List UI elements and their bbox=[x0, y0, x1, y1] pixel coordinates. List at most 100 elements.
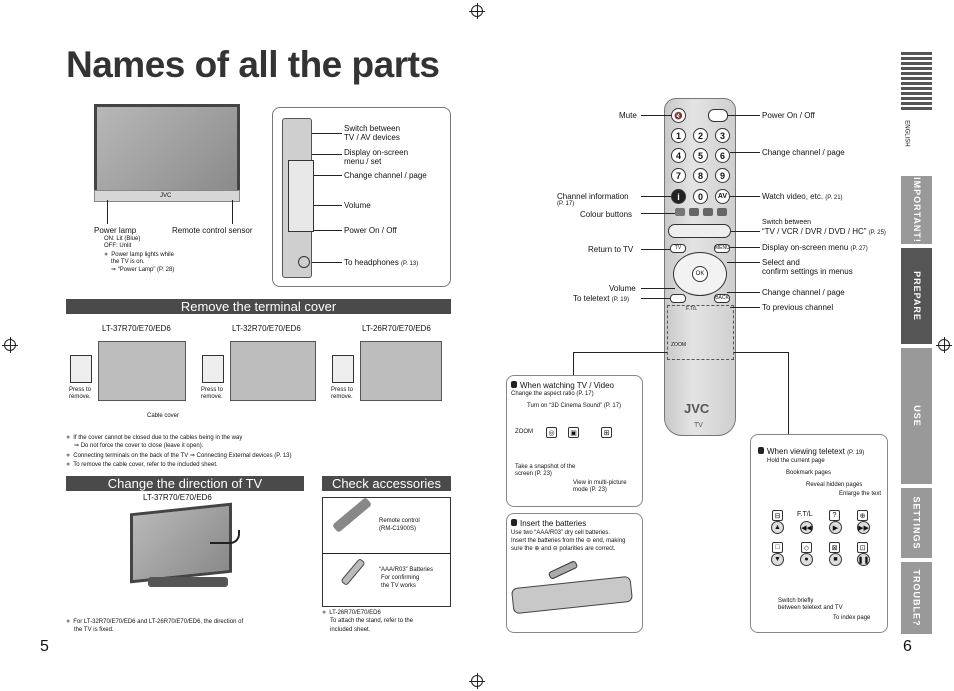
accessories-heading: Check accessories bbox=[322, 476, 451, 491]
volume-label: Volume bbox=[344, 201, 371, 210]
digit-9[interactable]: 9 bbox=[715, 168, 730, 183]
page-number-left: 5 bbox=[40, 638, 49, 655]
mute-button[interactable]: 🔇 bbox=[671, 108, 686, 123]
model-37: LT-37R70/E70/ED6 bbox=[102, 324, 171, 333]
batteries-line-3: sure the ⊕ and ⊖ polarities are correct. bbox=[511, 546, 616, 552]
digit-1[interactable]: 1 bbox=[671, 128, 686, 143]
press-remove-1: Press to remove. bbox=[69, 387, 92, 400]
hold-icon[interactable]: ⊟ bbox=[772, 510, 783, 521]
tv-button[interactable]: TV bbox=[670, 244, 686, 253]
leader bbox=[641, 288, 675, 289]
cancel-icon[interactable]: ⊠ bbox=[829, 542, 840, 553]
up-icon[interactable]: ▲ bbox=[771, 521, 784, 534]
batteries-note-2: the TV works bbox=[381, 583, 416, 589]
lamp-note-2: the TV is on. bbox=[111, 259, 145, 265]
record-icon[interactable]: ● bbox=[800, 553, 813, 566]
terminal-note-2: Connecting terminals on the back of the … bbox=[66, 452, 291, 460]
reveal-label: Reveal hidden pages bbox=[806, 482, 863, 488]
digit-7[interactable]: 7 bbox=[671, 168, 686, 183]
page-number-right: 6 bbox=[903, 638, 912, 655]
tab-important[interactable]: IMPORTANT! bbox=[901, 176, 932, 244]
multi-picture-icon[interactable]: ⊞ bbox=[601, 427, 612, 438]
change-channel-remote-label-2: Change channel / page bbox=[762, 288, 845, 297]
batteries-line-1: Use two “AAA/R03” dry cell batteries. bbox=[511, 530, 611, 536]
direction-note-2: the TV is fixed. bbox=[74, 627, 114, 633]
batteries-heading: Insert the batteries bbox=[511, 519, 586, 528]
digit-2[interactable]: 2 bbox=[693, 128, 708, 143]
leader bbox=[727, 262, 760, 263]
english-label: ENGLISH bbox=[903, 120, 910, 147]
display-menu-remote-label: Display on-screen menu (P. 27) bbox=[762, 243, 868, 252]
tv-bezel-bottom bbox=[94, 190, 240, 202]
reveal-icon[interactable]: ? bbox=[829, 510, 840, 521]
blue-button[interactable] bbox=[717, 208, 727, 216]
subpage-icon[interactable]: ⊡ bbox=[857, 542, 868, 553]
digit-8[interactable]: 8 bbox=[693, 168, 708, 183]
teletext-button[interactable] bbox=[670, 294, 686, 303]
yellow-button[interactable] bbox=[703, 208, 713, 216]
digit-0[interactable]: 0 bbox=[693, 189, 708, 204]
power-label: Power On / Off bbox=[344, 226, 397, 235]
power-button[interactable] bbox=[708, 109, 728, 122]
leader bbox=[727, 292, 760, 293]
zoom-button[interactable]: ZOOM bbox=[671, 342, 686, 348]
batteries-line-2: Insert the batteries from the ⊖ end, mak… bbox=[511, 538, 626, 544]
switch-briefly-label-2: between teletext and TV bbox=[778, 605, 843, 611]
enlarge-label: Enlarge the text bbox=[839, 491, 882, 497]
cinema-icon[interactable]: ◎ bbox=[546, 427, 557, 438]
stop-icon[interactable]: ■ bbox=[829, 553, 842, 566]
connector bbox=[734, 352, 788, 353]
leader bbox=[730, 152, 760, 153]
tab-trouble[interactable]: TROUBLE? bbox=[901, 562, 932, 634]
enlarge-icon[interactable]: ⊕ bbox=[857, 510, 868, 521]
index-book-icon[interactable]: □ bbox=[772, 542, 783, 553]
terminal-note-1b: ⇒ Do not force the cover to close (leave… bbox=[74, 443, 204, 449]
headphones-label: To headphones (P. 13) bbox=[344, 258, 419, 267]
device-switch[interactable] bbox=[668, 224, 731, 238]
down-arrow-icon[interactable]: ◇ bbox=[801, 542, 812, 553]
tab-use[interactable]: USE bbox=[901, 348, 932, 484]
leader bbox=[312, 262, 342, 263]
down-icon[interactable]: ▼ bbox=[771, 553, 784, 566]
return-tv-label: Return to TV bbox=[588, 245, 634, 254]
pause-icon[interactable]: ❚❚ bbox=[857, 553, 870, 566]
green-button[interactable] bbox=[689, 208, 699, 216]
tab-settings[interactable]: SETTINGS bbox=[901, 488, 932, 558]
ftl-label[interactable]: F.T/L bbox=[797, 511, 813, 518]
switch-tv-av-label: Switch between bbox=[344, 124, 401, 133]
digit-5[interactable]: 5 bbox=[693, 148, 708, 163]
cinema-label: Turn on “3D Cinema Sound” (P. 17) bbox=[527, 403, 622, 409]
ok-button[interactable]: OK bbox=[692, 266, 708, 282]
digit-3[interactable]: 3 bbox=[715, 128, 730, 143]
lamp-on: ON: Lit (Blue) bbox=[104, 236, 141, 242]
digit-6[interactable]: 6 bbox=[715, 148, 730, 163]
remote-brand: JVC bbox=[684, 401, 710, 416]
channel-info-ref: (P. 17) bbox=[557, 201, 575, 207]
cable-cover-label: Cable cover bbox=[147, 413, 180, 419]
back-button[interactable]: BACK bbox=[714, 294, 730, 303]
play-icon[interactable]: ▶ bbox=[829, 521, 842, 534]
info-button[interactable]: i bbox=[671, 189, 686, 204]
snapshot-icon[interactable]: ▣ bbox=[568, 427, 579, 438]
tv-back-26 bbox=[360, 341, 442, 401]
menu-button[interactable]: MENU bbox=[714, 244, 730, 253]
multi-label-2: mode (P. 23) bbox=[573, 487, 607, 493]
cover-zoom-37 bbox=[70, 355, 92, 383]
lamp-note: Power lamp lights while bbox=[104, 251, 174, 259]
digit-4[interactable]: 4 bbox=[671, 148, 686, 163]
rewind-icon[interactable]: ◀◀ bbox=[800, 521, 813, 534]
ftl-button[interactable]: F.T/L bbox=[686, 306, 698, 312]
tab-prepare[interactable]: PREPARE bbox=[901, 248, 932, 344]
leader bbox=[731, 231, 760, 232]
zoom-label: ZOOM bbox=[515, 429, 533, 435]
power-remote-label: Power On / Off bbox=[762, 111, 815, 120]
connector bbox=[573, 352, 667, 353]
red-button[interactable] bbox=[675, 208, 685, 216]
forward-icon[interactable]: ▶▶ bbox=[857, 521, 870, 534]
leader bbox=[641, 115, 671, 116]
aspect-label: Change the aspect ratio (P. 17) bbox=[511, 391, 594, 397]
change-channel-remote-label: Change channel / page bbox=[762, 148, 845, 157]
leader bbox=[312, 154, 342, 155]
av-button[interactable]: AV bbox=[715, 189, 730, 204]
remote-accessory: Remote control bbox=[379, 518, 420, 524]
